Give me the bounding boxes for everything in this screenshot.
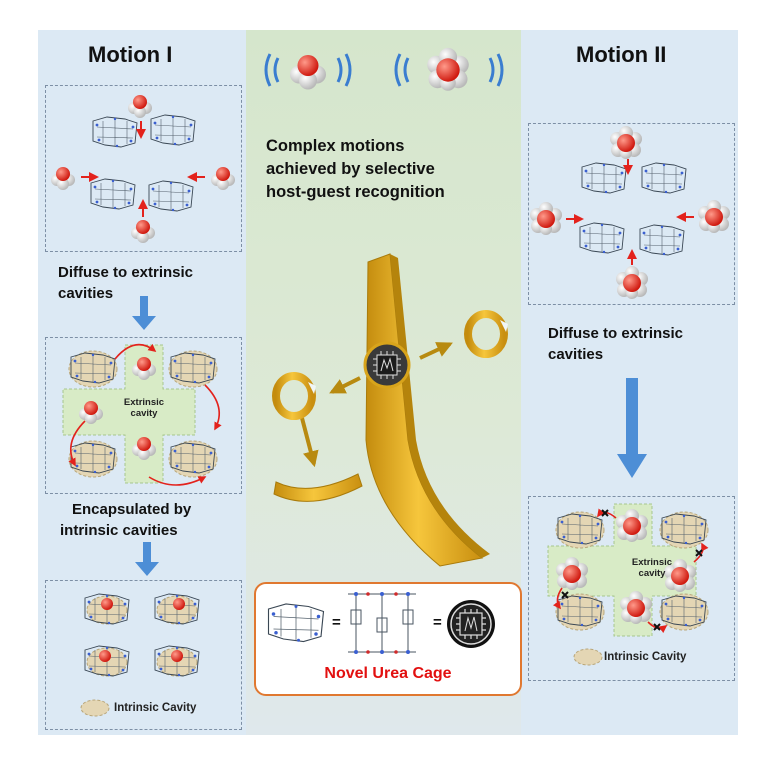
motion-2-step-1-label-cont: cavities [548,346,604,363]
center-caption-line-1: Complex motions [266,137,405,155]
motion-1-extrinsic-label-cont: cavity [130,408,158,419]
motion-1-diffusion-diagram [51,95,235,243]
motion-2-extrinsic-label: Extrinsic [631,557,673,568]
down-arrow-2 [135,542,159,576]
motion-2-diffusion-diagram [530,126,730,299]
down-arrow-1 [132,296,156,330]
motion-1-extrinsic-label: Extrinsic [123,397,165,408]
motion-1-legend-label: Intrinsic Cavity [114,702,197,714]
motion-1-encapsulated-diagram [80,593,200,717]
equals-sign-2: = [433,614,442,631]
motion-1-step-2-label-cont: intrinsic cavities [60,522,178,539]
motion-1-step-1-label: Diffuse to extrinsic [58,264,194,281]
motion-1-box-3 [45,580,242,730]
urea-cage-label: Novel Urea Cage [324,665,452,682]
motion-1-box-1 [45,85,242,252]
motion-1-box-2 [45,337,242,494]
motion-2-box-2 [528,496,735,681]
motion-1-step-1-label-cont: cavities [58,285,114,302]
motion-2-step-1-label: Diffuse to extrinsic [548,325,684,342]
urea-cage-structure [267,592,495,654]
motion-2-box-1 [528,123,735,305]
motion-2-legend-label: Intrinsic Cavity [604,651,687,663]
motion-2-blocked-diagram [547,503,709,666]
center-caption-line-2: achieved by selective [266,160,435,178]
center-caption-line-3: host-guest recognition [266,183,445,201]
motion-1-step-2-label: Encapsulated by [72,501,192,518]
equals-sign-1: = [332,614,341,631]
down-arrow-3 [617,378,647,478]
gold-actuator-illustration [250,253,530,567]
large-guest-icon [394,47,504,91]
motion-2-title: Motion II [576,42,667,67]
motion-2-extrinsic-label-cont: cavity [638,568,666,579]
small-guest-icon [264,53,352,90]
urea-cage-box: = = Novel Urea Cage [254,582,522,696]
motion-1-title: Motion I [88,42,173,67]
motion-1-extrinsic-diagram [62,343,222,486]
